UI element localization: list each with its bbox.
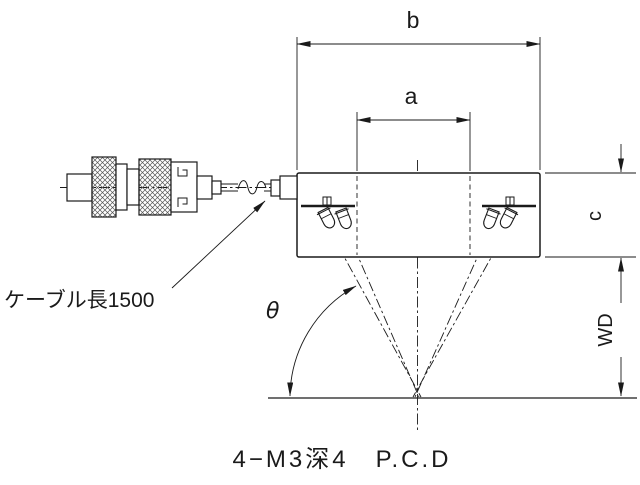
led-beam-lines	[329, 230, 507, 398]
angle-dimension	[287, 285, 357, 397]
beam-left-inner	[346, 230, 420, 398]
screw-right	[505, 196, 515, 206]
cable-connector	[66, 156, 298, 218]
bayonet-slot-bottom	[177, 197, 188, 207]
sensor-head-body	[296, 172, 541, 258]
angle-label-theta: θ	[266, 299, 280, 324]
connector-end-stub	[66, 173, 93, 202]
dimension-b	[296, 37, 541, 170]
cable-flex-squiggle	[237, 180, 267, 195]
angle-arc	[287, 285, 357, 397]
cable-note-leader-arrow	[171, 200, 266, 289]
dim-label-wd: WD	[595, 313, 617, 346]
beam-left-outer	[329, 230, 422, 398]
dim-label-b: b	[407, 7, 420, 33]
connector-ring-a	[115, 163, 128, 211]
dim-label-c: c	[584, 211, 606, 221]
beam-right-outer	[412, 230, 507, 398]
connector-neck	[211, 180, 222, 195]
cable-lines	[221, 183, 271, 192]
cable-gland-small	[270, 179, 281, 197]
sensor-body-outline	[296, 172, 541, 258]
mounting-holes-note: 4−M3深4 P.C.D	[233, 446, 452, 473]
dim-label-a: a	[405, 83, 418, 109]
dimension-c	[545, 144, 636, 258]
connector-collar	[196, 175, 213, 200]
bayonet-slot-top	[177, 167, 188, 177]
cable-length-note: ケーブル長1500	[4, 289, 154, 312]
knurled-ring-large	[138, 158, 172, 216]
cable-gland-body	[279, 175, 298, 200]
knurled-ring-small	[91, 156, 117, 218]
connector-ring-b	[126, 168, 140, 206]
beam-right-inner	[414, 230, 490, 398]
screw-left	[322, 196, 332, 206]
dimension-a	[356, 112, 471, 171]
